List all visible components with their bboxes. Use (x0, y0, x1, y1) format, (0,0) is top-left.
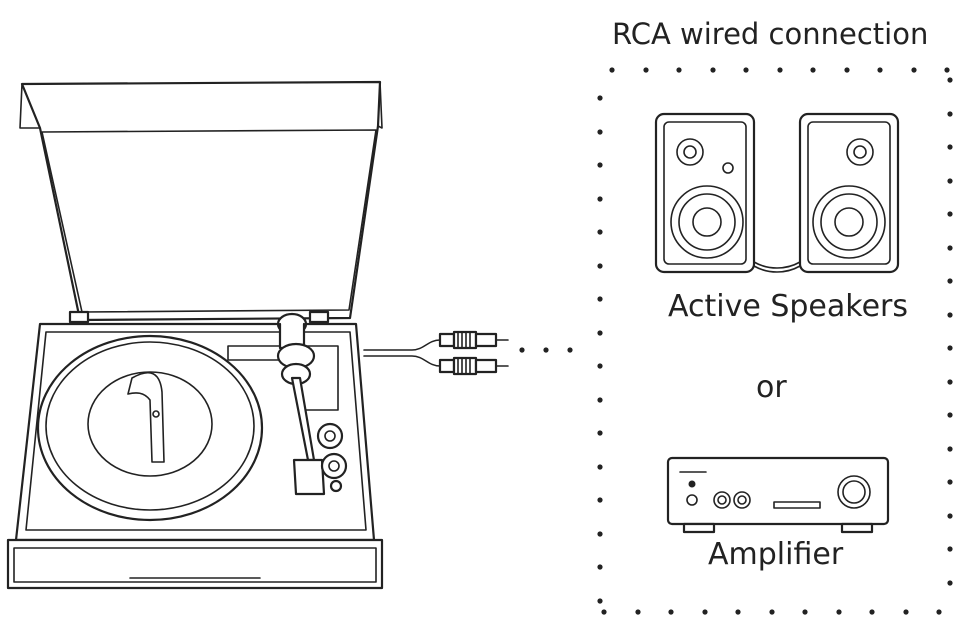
frame-dot (947, 278, 953, 284)
frame-dot (947, 479, 953, 485)
frame-dot (947, 513, 953, 519)
frame-dot (947, 580, 953, 586)
frame-dot (597, 531, 603, 537)
frame-dot (947, 412, 953, 418)
frame-dot (597, 296, 603, 302)
dotted-frame (597, 67, 953, 615)
frame-dot (944, 67, 950, 73)
frame-dot (597, 363, 603, 369)
turntable-icon (6, 80, 384, 590)
frame-dot (635, 609, 641, 615)
active-speakers-icon (654, 112, 900, 274)
frame-dot (947, 111, 953, 117)
frame-dot (947, 345, 953, 351)
frame-dot (668, 609, 674, 615)
frame-dot (947, 77, 953, 83)
frame-dot (597, 229, 603, 235)
frame-dot (597, 497, 603, 503)
amplifier-label: Amplifier (708, 537, 844, 572)
frame-dot (597, 263, 603, 269)
frame-dot (597, 397, 603, 403)
frame-dot (609, 67, 615, 73)
frame-dot (947, 379, 953, 385)
frame-dot (802, 609, 808, 615)
amplifier-icon (666, 456, 890, 534)
frame-dot (735, 609, 741, 615)
frame-dot (877, 67, 883, 73)
frame-dot (743, 67, 749, 73)
frame-dot (911, 67, 917, 73)
frame-dot (947, 245, 953, 251)
frame-dot (869, 609, 875, 615)
frame-dot (597, 430, 603, 436)
frame-dot (597, 129, 603, 135)
frame-dot (903, 609, 909, 615)
frame-dot (777, 67, 783, 73)
frame-dot (947, 312, 953, 318)
connector-dots (519, 347, 573, 353)
frame-dot (597, 598, 603, 604)
frame-dot (836, 609, 842, 615)
frame-dot (597, 330, 603, 336)
frame-dot (947, 178, 953, 184)
frame-dot (597, 464, 603, 470)
frame-dot (769, 609, 775, 615)
frame-dot (710, 67, 716, 73)
speakers-label: Active Speakers (668, 289, 908, 324)
frame-dot (947, 546, 953, 552)
rca-cable-icon (363, 330, 509, 376)
frame-dot (601, 609, 607, 615)
frame-dot (844, 67, 850, 73)
frame-dot (597, 162, 603, 168)
frame-dot (947, 144, 953, 150)
frame-dot (597, 564, 603, 570)
frame-dot (936, 609, 942, 615)
diagram-title: RCA wired connection (612, 17, 929, 51)
frame-dot (597, 95, 603, 101)
frame-dot (643, 67, 649, 73)
frame-dot (947, 446, 953, 452)
or-separator: or (756, 370, 787, 405)
frame-dot (676, 67, 682, 73)
frame-dot (597, 196, 603, 202)
frame-dot (810, 67, 816, 73)
frame-dot (947, 211, 953, 217)
frame-dot (702, 609, 708, 615)
